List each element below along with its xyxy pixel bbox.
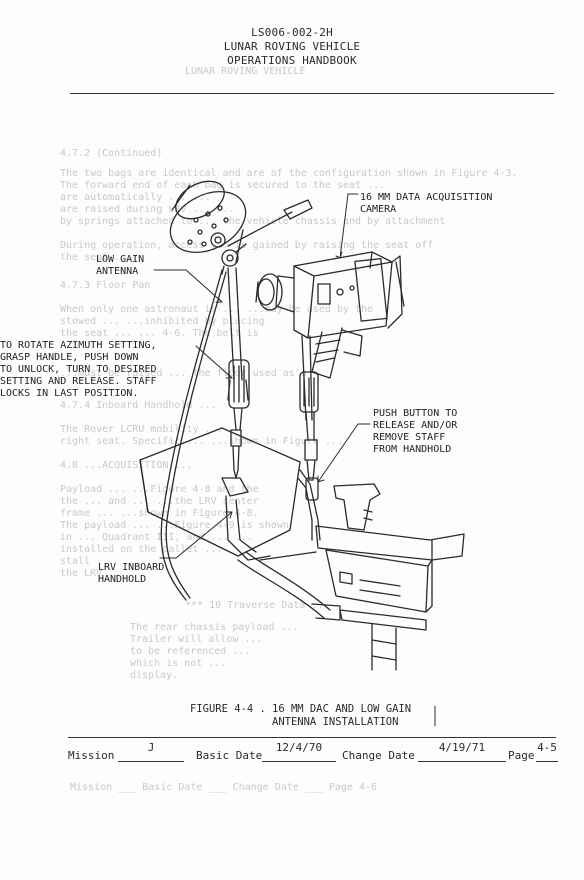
16mm-camera <box>255 251 405 379</box>
lrv-inboard-handhold <box>139 427 341 621</box>
label-camera: 16 MM DATA ACQUISITION CAMERA <box>360 192 493 215</box>
page-label: Page <box>508 749 535 762</box>
antenna-staff <box>227 267 250 479</box>
mission-label: Mission <box>68 749 115 762</box>
figure-title-line2: ANTENNA INSTALLATION <box>272 716 399 728</box>
label-lrv-inboard-handhold: LRV INBOARD HANDHOLD <box>98 562 165 585</box>
label-azimuth-instructions: TO ROTATE AZIMUTH SETTING, GRASP HANDLE,… <box>0 340 157 399</box>
figure-title-line1: 16 MM DAC AND LOW GAIN <box>272 703 412 715</box>
label-low-gain-antenna: LOW GAIN ANTENNA <box>96 254 145 277</box>
label-push-button: PUSH BUTTON TO RELEASE AND/OR REMOVE STA… <box>373 408 458 455</box>
document-number: LS006-002-2H <box>251 26 333 39</box>
header-rule <box>70 93 554 94</box>
document-title-line2: OPERATIONS HANDBOOK <box>227 54 357 67</box>
mission-value: J <box>118 737 184 762</box>
page-value: 4-5 <box>536 737 558 762</box>
figure-number: FIGURE 4-4 . <box>190 703 266 715</box>
document-title-line1: LUNAR ROVING VEHICLE <box>223 40 361 53</box>
document-header: LS006-002-2H LUNAR ROVING VEHICLE OPERAT… <box>0 26 584 68</box>
leader-camera <box>339 193 359 259</box>
leader-push-button <box>317 423 371 483</box>
leader-azimuth <box>195 345 233 379</box>
control-console <box>259 483 465 671</box>
leader-antenna <box>153 269 223 303</box>
callout-leaders <box>153 193 371 559</box>
low-gain-antenna-dish <box>169 180 313 275</box>
antenna-cable <box>160 269 223 601</box>
change-date-value: 4/19/71 <box>418 737 506 762</box>
change-date-label: Change Date <box>342 749 415 762</box>
basic-date-value: 12/4/70 <box>262 737 336 762</box>
leader-handhold <box>159 511 233 559</box>
footer-rule <box>68 737 556 738</box>
basic-date-label: Basic Date <box>196 749 263 762</box>
